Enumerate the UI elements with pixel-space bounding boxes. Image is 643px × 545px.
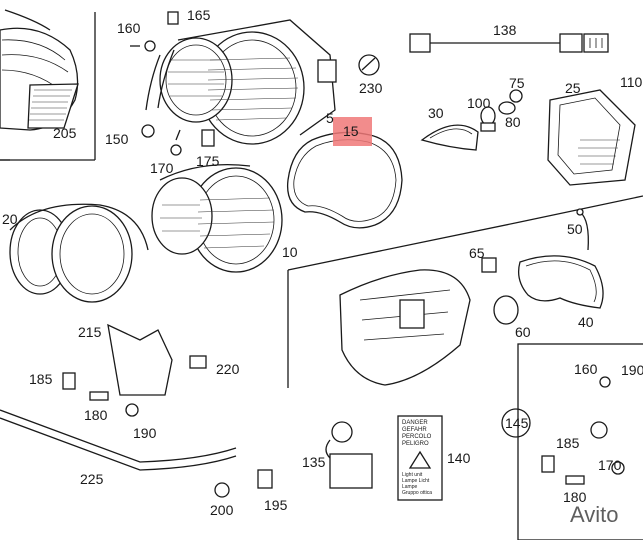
label-165: 165: [187, 7, 211, 23]
label-110: 110: [620, 74, 643, 90]
clip-165: [167, 11, 179, 25]
svg-text:Light unit: Light unit: [402, 472, 423, 478]
clip-185b: [541, 455, 555, 473]
bracket-215: [107, 323, 173, 396]
ballast-135: [325, 421, 373, 489]
screw-160: [130, 40, 156, 52]
label-20: 20: [2, 211, 18, 227]
label-30: 30: [428, 105, 444, 121]
label-140: 140: [447, 450, 471, 466]
label-50: 50: [567, 221, 583, 237]
bulb-100: [480, 106, 496, 132]
lens-cover-205: [0, 9, 79, 131]
label-25: 25: [565, 80, 581, 96]
svg-text:PERCOLO: PERCOLO: [402, 434, 432, 440]
clip-180b: [565, 475, 585, 485]
seal-80: [498, 101, 516, 115]
label-180b: 180: [563, 489, 587, 505]
label-185b: 185: [556, 435, 580, 451]
cap-30: [420, 124, 479, 151]
label-225: 225: [80, 471, 104, 487]
label-40: 40: [578, 314, 594, 330]
label-75: 75: [509, 75, 525, 91]
wire-50: [576, 208, 589, 251]
label-215: 215: [78, 324, 102, 340]
svg-text:Lampe Licht: Lampe Licht: [402, 478, 430, 484]
clip-180a: [89, 391, 109, 401]
gasket-15: [286, 131, 403, 229]
clip-220: [189, 355, 207, 369]
lens-pair-10: [151, 163, 283, 273]
watermark: Avito: [570, 502, 619, 527]
label-190b: 190: [621, 362, 643, 378]
label-230: 230: [359, 80, 383, 96]
screw-200: [214, 482, 230, 498]
svg-text:Gruppo ottica: Gruppo ottica: [402, 490, 432, 496]
headlight-housing: [339, 269, 471, 386]
clip-195: [257, 469, 273, 489]
washer-145: [501, 408, 531, 438]
warning-label-140: DANGER GEFAHR PERCOLO PELIGRO Light unit…: [397, 415, 443, 501]
clip-175: [201, 129, 215, 147]
label-100: 100: [467, 95, 491, 111]
screw-190a: [125, 403, 139, 417]
screw-190b: [611, 461, 625, 475]
label-160a: 160: [117, 20, 141, 36]
label-170b: 170: [598, 457, 622, 473]
washer-150: [141, 124, 155, 138]
svg-text:PELIGRO: PELIGRO: [402, 441, 429, 447]
washer-170b: [590, 421, 608, 439]
clip-185a: [62, 372, 76, 390]
label-190a: 190: [133, 425, 157, 441]
gasket-40: [517, 255, 604, 309]
highlight-box-15: [333, 117, 372, 146]
label-15: 15: [343, 123, 359, 139]
label-150: 150: [105, 131, 129, 147]
label-180a: 180: [84, 407, 108, 423]
label-205: 205: [53, 125, 77, 141]
screw-170: [170, 129, 182, 156]
svg-text:Lampe: Lampe: [402, 484, 418, 490]
trim-225: [0, 409, 237, 471]
headlight-assembly: [145, 19, 337, 145]
label-80: 80: [505, 114, 521, 130]
bracket-25: [547, 89, 636, 186]
svg-text:DANGER: DANGER: [402, 420, 428, 426]
label-5: 5: [326, 110, 334, 126]
socket-75: [509, 89, 523, 103]
label-200: 200: [210, 502, 234, 518]
screw-160b: [599, 376, 611, 388]
label-175: 175: [196, 153, 220, 169]
label-220: 220: [216, 361, 240, 377]
label-135: 135: [302, 454, 326, 470]
socket-65: [481, 257, 497, 273]
label-10: 10: [282, 244, 298, 260]
cap-60: [493, 295, 519, 325]
label-65: 65: [469, 245, 485, 261]
label-160b: 160: [574, 361, 598, 377]
label-185a: 185: [29, 371, 53, 387]
svg-text:GEFAHR: GEFAHR: [402, 427, 427, 433]
wrench-230: [358, 54, 380, 76]
label-170a: 170: [150, 160, 174, 176]
label-195: 195: [264, 497, 288, 513]
label-145: 145: [505, 415, 529, 431]
label-138: 138: [493, 22, 517, 38]
cable-138: [409, 33, 609, 53]
label-60: 60: [515, 324, 531, 340]
bezel-20: [9, 203, 149, 303]
